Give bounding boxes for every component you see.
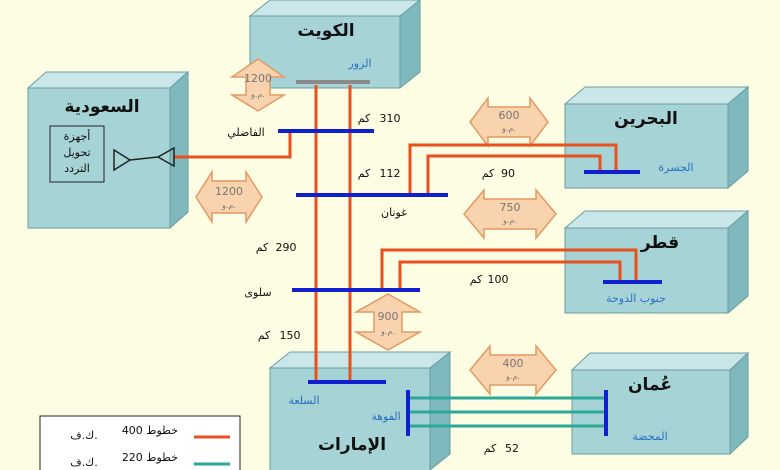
legend-unit-220kv: ك.ف. [70, 456, 97, 469]
station-doha-south: جنوب الدوحة [606, 292, 666, 305]
legend: خطوط 400 ك.ف. خطوط 220 ك.ف. [39, 415, 241, 470]
converter-symbol [113, 146, 175, 172]
qatar-link-line-1 [380, 248, 638, 290]
distance-112: 112 كم [358, 167, 401, 180]
station-fadhili: الفاضلي [227, 126, 264, 139]
svg-text:كم: كم [482, 167, 495, 180]
svg-text:كم: كم [258, 329, 271, 342]
saudi-capacity-arrow [195, 169, 263, 225]
station-silaa: السلعة [288, 394, 319, 407]
distance-100: 100 كم [470, 273, 509, 286]
frequency-converter-box [49, 125, 105, 183]
svg-text:400: 400 [503, 357, 524, 370]
svg-text:كم: كم [358, 167, 371, 180]
svg-text:م.و.: م.و. [505, 372, 520, 381]
station-ghunan: غونان [381, 206, 407, 219]
station-salwa: سلوى [244, 286, 271, 299]
busbars [278, 80, 662, 436]
bahrain-capacity-arrow [469, 95, 549, 149]
station-jasra: الجسرة [658, 161, 693, 174]
svg-text:900: 900 [378, 310, 399, 323]
converter-label-2: تحويل [63, 146, 90, 159]
svg-text:600: 600 [499, 109, 520, 122]
saudi-box [26, 70, 190, 230]
svg-text:90: 90 [501, 167, 515, 180]
oman-capacity-arrow [469, 343, 557, 397]
converter-label-1: أجهزة [64, 129, 91, 143]
svg-text:م.و.: م.و. [502, 216, 517, 225]
lines-220kv [410, 396, 606, 428]
bahrain-box [563, 85, 750, 190]
station-zour: الزور [347, 57, 371, 70]
capacity-kuwait: 1200 م.و. [244, 72, 272, 99]
station-mahdha: المحضة [632, 430, 667, 443]
kuwait-capacity-arrow [229, 58, 287, 112]
bahrain-link-line-1 [408, 143, 618, 195]
svg-text:كم: كم [484, 442, 497, 455]
svg-text:310: 310 [380, 112, 401, 125]
capacity-bahrain: 600 م.و. [499, 109, 520, 133]
country-kuwait: الكويت [297, 21, 354, 41]
saudi-link-line [174, 131, 292, 159]
distance-90: 90 كم [482, 167, 515, 180]
station-fouha: الفوهة [371, 410, 400, 423]
svg-text:150: 150 [280, 329, 301, 342]
svg-text:100: 100 [488, 273, 509, 286]
legend-label-220kv: خطوط 220 [122, 451, 178, 464]
distance-150: 150 كم [258, 329, 301, 342]
distance-310: 310 كم [358, 112, 401, 125]
qatar-capacity-arrow [463, 187, 557, 241]
svg-text:52: 52 [505, 442, 519, 455]
capacity-qatar: 750 م.و. [500, 201, 521, 225]
svg-text:1200: 1200 [215, 185, 243, 198]
svg-text:م.و.: م.و. [221, 201, 236, 210]
svg-text:م.و.: م.و. [250, 90, 265, 99]
qatar-box [563, 209, 750, 315]
svg-text:كم: كم [256, 241, 269, 254]
uae-capacity-arrow [353, 293, 423, 351]
country-qatar: قطر [640, 233, 679, 253]
svg-text:م.و.: م.و. [380, 327, 395, 336]
svg-text:750: 750 [500, 201, 521, 214]
svg-text:112: 112 [380, 167, 401, 180]
converter-label-3: التردد [64, 162, 90, 175]
country-uae: الإمارات [318, 435, 386, 455]
svg-text:كم: كم [470, 273, 483, 286]
capacity-oman: 400 م.و. [503, 357, 524, 381]
svg-text:1200: 1200 [244, 72, 272, 85]
distance-52: 52 كم [484, 442, 519, 455]
lines-400kv [174, 85, 638, 382]
country-bahrain: البحرين [614, 109, 678, 129]
legend-label-400kv: خطوط 400 [122, 424, 178, 437]
legend-unit-400kv: ك.ف. [70, 429, 97, 442]
svg-text:كم: كم [358, 112, 371, 125]
country-oman: عُمان [628, 375, 672, 395]
country-saudi: السعودية [64, 97, 139, 117]
svg-text:م.و.: م.و. [501, 124, 516, 133]
distance-290: 290 كم [256, 241, 297, 254]
svg-text:290: 290 [276, 241, 297, 254]
qatar-link-line-2 [398, 260, 622, 290]
capacity-saudi: 1200 م.و. [215, 185, 243, 210]
capacity-uae: 900 م.و. [378, 310, 399, 336]
bahrain-link-line-2 [426, 154, 602, 195]
